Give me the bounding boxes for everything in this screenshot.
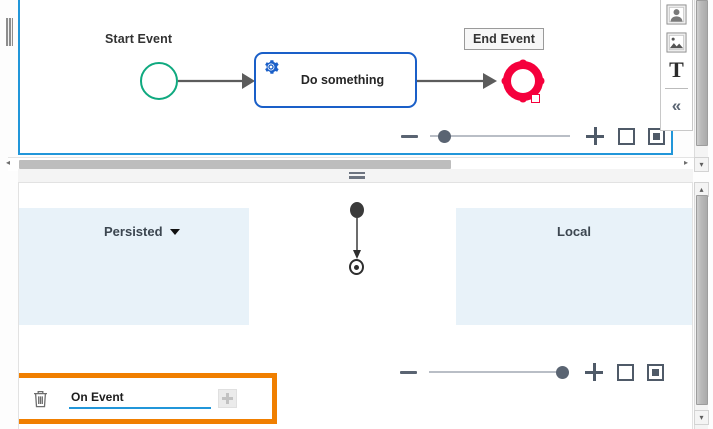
center-view-icon[interactable]: [648, 127, 665, 145]
zoom-out-icon-bottom[interactable]: [400, 370, 417, 374]
start-event-node[interactable]: [140, 62, 178, 100]
chevron-down-icon[interactable]: [169, 228, 180, 235]
delete-icon[interactable]: [32, 389, 49, 408]
fit-to-screen-icon[interactable]: [618, 127, 635, 145]
collapse-chevron-glyph: «: [671, 95, 682, 115]
zoom-slider-knob[interactable]: [438, 129, 451, 143]
panel-splitter-grip[interactable]: [349, 172, 365, 179]
canvas-zoom-controls-top[interactable]: [401, 127, 665, 145]
event-name-input[interactable]: [69, 390, 211, 409]
lane-local-label: Local: [557, 224, 591, 239]
initial-node[interactable]: [350, 202, 364, 218]
user-icon[interactable]: [666, 3, 688, 25]
lane-persisted[interactable]: [19, 208, 249, 325]
task-label: Do something: [300, 73, 385, 87]
scroll-down-button-bottom[interactable]: ▾: [694, 410, 709, 425]
center-view-icon-bottom[interactable]: [647, 363, 664, 381]
zoom-slider-top[interactable]: [430, 129, 570, 143]
event-editor-row[interactable]: [19, 373, 277, 424]
vertical-scrollbar-top[interactable]: [694, 0, 708, 170]
zoom-slider-bottom[interactable]: [429, 365, 569, 379]
zoom-slider-knob-bottom[interactable]: [556, 365, 569, 379]
scroll-up-arrow-glyph: ▴: [699, 184, 704, 194]
zoom-out-icon[interactable]: [401, 134, 418, 138]
canvas-zoom-controls-bottom[interactable]: [400, 363, 664, 381]
scroll-left-arrow[interactable]: ◂: [6, 158, 11, 167]
vertical-scrollbar-bottom[interactable]: [694, 195, 708, 429]
text-icon[interactable]: T: [666, 59, 688, 81]
scroll-down-button-top[interactable]: ▾: [694, 157, 709, 172]
event-name-field-wrap: [69, 388, 211, 409]
vertical-scroll-thumb-bottom[interactable]: [696, 195, 708, 405]
end-event-node[interactable]: [499, 57, 547, 105]
horizontal-scrollbar-top[interactable]: [8, 157, 694, 171]
task-node[interactable]: Do something: [254, 52, 417, 108]
lane-persisted-label: Persisted: [104, 224, 163, 239]
left-splitter-grip[interactable]: [6, 18, 13, 46]
start-event-label: Start Event: [105, 32, 173, 46]
final-node[interactable]: [349, 259, 364, 275]
image-icon[interactable]: [666, 31, 688, 53]
fit-to-screen-icon-bottom[interactable]: [617, 363, 634, 381]
scroll-down-arrow-glyph: ▾: [699, 159, 704, 169]
zoom-in-icon-bottom[interactable]: [585, 363, 603, 381]
add-event-button[interactable]: [218, 389, 237, 408]
flow-connector: [353, 218, 361, 259]
zoom-in-icon[interactable]: [586, 127, 604, 145]
palette-toolbar[interactable]: T «: [660, 0, 693, 131]
collapse-toolbar-icon[interactable]: «: [666, 94, 688, 116]
vertical-scroll-thumb-top[interactable]: [696, 0, 708, 146]
lane-local[interactable]: [456, 208, 692, 325]
scroll-down-arrow-glyph-2: ▾: [699, 412, 704, 422]
scroll-right-arrow[interactable]: ▸: [684, 158, 689, 167]
horizontal-scroll-thumb-top[interactable]: [19, 160, 451, 169]
end-event-label: End Event: [464, 28, 545, 50]
end-event-resize-handle[interactable]: [531, 94, 540, 103]
gear-icon: [262, 58, 280, 76]
lane-persisted-title[interactable]: Persisted: [104, 224, 180, 239]
bpmn-canvas-panel[interactable]: Start Event Do something End Event: [18, 0, 673, 155]
lane-local-title: Local: [557, 224, 591, 239]
toolbar-divider: [665, 88, 688, 89]
text-icon-glyph: T: [669, 57, 684, 82]
event-flow-panel[interactable]: Persisted Local: [18, 182, 693, 429]
